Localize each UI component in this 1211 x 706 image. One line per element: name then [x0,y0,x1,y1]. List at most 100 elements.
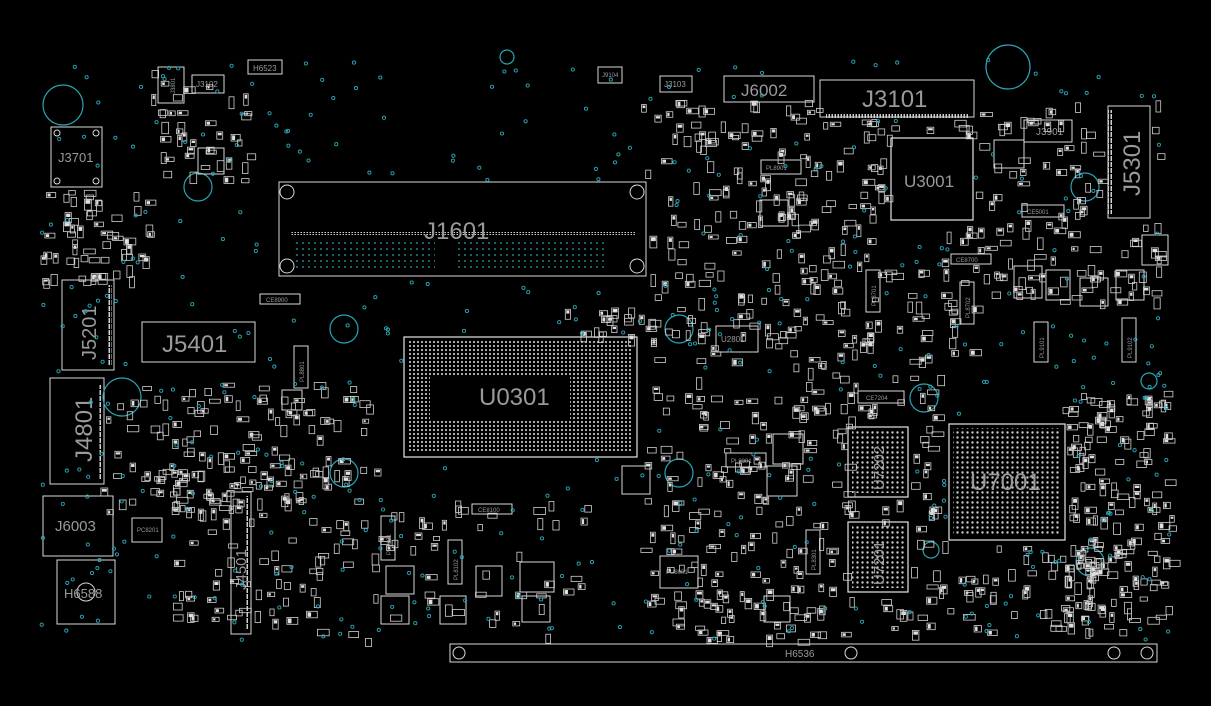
smd-component [886,134,893,147]
connector-j1601[interactable]: J1601 [278,181,647,277]
via [264,452,269,457]
smd-component [424,591,436,599]
connector-j4801[interactable]: J4801 [49,377,105,485]
smd-pad [805,449,810,452]
smd-pad [804,318,807,321]
inductor-pl8901[interactable]: PL8901 [760,159,802,175]
label-u7202: U7202 [871,446,888,490]
smd-pad [152,95,155,100]
inductor-pl8801[interactable]: PL8801 [293,345,309,389]
smd-component [731,552,738,562]
label-pl8702: PL8702 [966,297,972,318]
smd-component [380,537,390,545]
smd-component [172,420,182,428]
smd-component [640,547,653,553]
inductor-pl8702[interactable]: PL8702 [959,281,975,325]
smd-component [1115,549,1127,556]
inductor [439,595,467,625]
inductor-pl9101[interactable]: PL9101 [1033,321,1049,363]
smd-pad [780,149,785,152]
via [385,327,390,332]
inductor-pl9102[interactable]: PL9102 [1121,317,1137,363]
smd-component [802,316,808,326]
connector-j6003[interactable]: J6003 [42,495,114,557]
cap-ce7204[interactable]: CE7204 [857,390,905,404]
connector-j3103[interactable]: J3103 [659,75,693,93]
smd-component [1109,612,1115,623]
smd-component [672,133,678,146]
smd-pad [1005,123,1011,128]
smd-component [537,518,544,531]
smd-pad [652,341,656,344]
smd-component [958,576,966,585]
connector-j3102[interactable]: J3102 [191,74,225,94]
chip-pu8001[interactable]: PU8001 [659,555,699,589]
smd-pad [967,133,971,138]
memory-u7201[interactable]: U7201 [847,521,909,593]
gpu-u7001[interactable]: U7001 [948,423,1066,541]
smd-component [410,546,417,556]
chip-u2801[interactable]: U2801 [715,325,759,353]
via [841,239,846,244]
inductor [281,389,303,411]
smd-component [711,395,723,403]
smd-pad [1145,460,1148,464]
cap-ce8100[interactable]: CE8100 [471,503,513,515]
via [1147,577,1152,582]
chip-pc8201[interactable]: PC8201 [131,517,163,543]
via [300,461,305,466]
cap-ce8700[interactable]: CE8700 [950,253,992,265]
hole-h6588[interactable]: H6588 [56,559,116,625]
smd-component [360,466,368,474]
smd-component [977,247,985,254]
smd-component [63,193,70,203]
connector-j5401[interactable]: J5401 [141,321,256,363]
hole-h6523[interactable]: H6523 [247,59,283,75]
smd-component [175,496,189,504]
inductor-pl8701[interactable]: PL8701 [865,269,881,313]
memory-u7202[interactable]: U7202 [847,426,909,498]
via [738,360,743,365]
via [1054,364,1059,369]
smd-component [758,461,766,470]
connector-j3801[interactable]: J3801 [157,66,185,104]
chip-u3001[interactable]: U3001 [890,137,974,221]
smd-component [391,539,399,549]
inductor-pl8102[interactable]: PL8102 [447,539,463,585]
cap-ce8900[interactable]: CE8900 [259,293,301,305]
smd-component [715,211,722,223]
smd-component [204,387,212,396]
smd-pad [797,508,801,511]
smd-pad [212,509,216,514]
connector-j3701[interactable]: J3701 [50,126,103,188]
smd-component [193,430,202,437]
connector-j3101[interactable]: J3101 [819,79,975,118]
connector-j5201[interactable]: J5201 [61,279,115,371]
cap-ce5001[interactable]: CE5001 [1021,204,1065,218]
via [119,499,124,504]
connector-j9104[interactable]: J9104 [597,66,623,84]
via [872,363,877,369]
connector-j5301[interactable]: J5301 [1107,105,1151,219]
smd-component [1057,148,1064,156]
via [705,156,710,161]
connector-j3901[interactable]: J3901 [1023,119,1073,143]
cpu-u0301[interactable]: U0301 [403,336,638,458]
via [280,464,285,469]
smd-component [284,464,292,477]
hole-h6536[interactable]: H6536 [449,643,1158,663]
smd-pad [704,413,708,416]
via [838,387,843,392]
smd-pad [268,593,271,596]
smd-component [842,226,848,235]
inductor-pl8301-vertical[interactable]: PL8301 [805,529,821,575]
smd-component [927,405,936,412]
label-j6003: J6003 [55,518,96,535]
connector-j6002[interactable]: J6002 [723,75,815,103]
smd-pad [191,616,195,621]
smd-component [325,456,332,467]
via [521,285,526,290]
smd-component [1089,587,1095,598]
smd-pad [1158,257,1161,260]
